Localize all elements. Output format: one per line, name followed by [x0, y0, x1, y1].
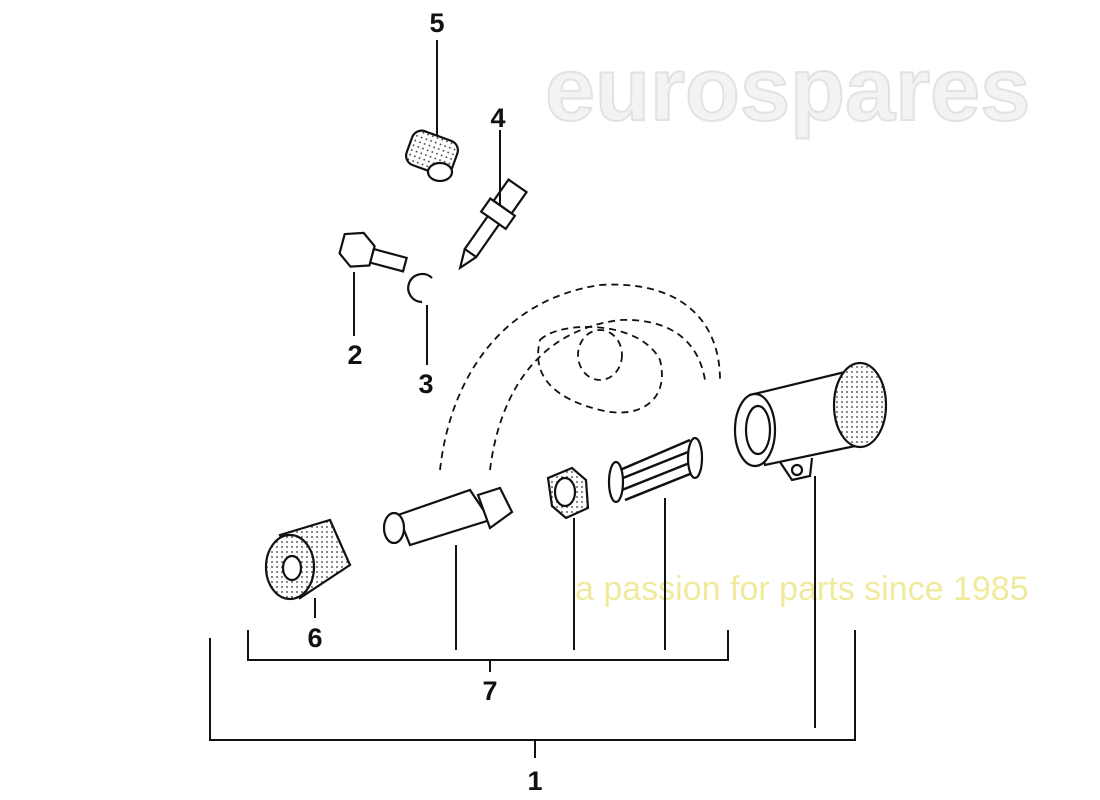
watermark-brand: eurospares	[545, 40, 1030, 140]
callout-5: 5	[429, 8, 444, 38]
callout-2: 2	[347, 340, 362, 370]
leader-lines	[209, 40, 856, 758]
callout-3: 3	[418, 369, 433, 399]
callout-7: 7	[482, 676, 497, 706]
watermark: eurospares a passion for parts since 198…	[544, 39, 1031, 608]
callout-6: 6	[307, 623, 322, 653]
piston	[382, 486, 514, 547]
part-6-boot	[264, 518, 352, 601]
seal	[546, 466, 590, 520]
drawing	[264, 129, 888, 601]
callout-labels: 1 2 3 4 5 6 7	[307, 8, 542, 796]
housing-outline	[439, 283, 721, 471]
callout-4: 4	[490, 103, 505, 133]
spring	[607, 436, 704, 504]
part-1-cylinder	[733, 361, 888, 482]
part-5-cap	[405, 129, 459, 183]
watermark-tagline: a passion for parts since 1985	[575, 570, 1029, 608]
part-3-washer	[407, 272, 433, 304]
callout-1: 1	[527, 766, 542, 796]
part-4-bleed-valve	[458, 178, 529, 271]
part-2-bolt	[338, 231, 409, 273]
